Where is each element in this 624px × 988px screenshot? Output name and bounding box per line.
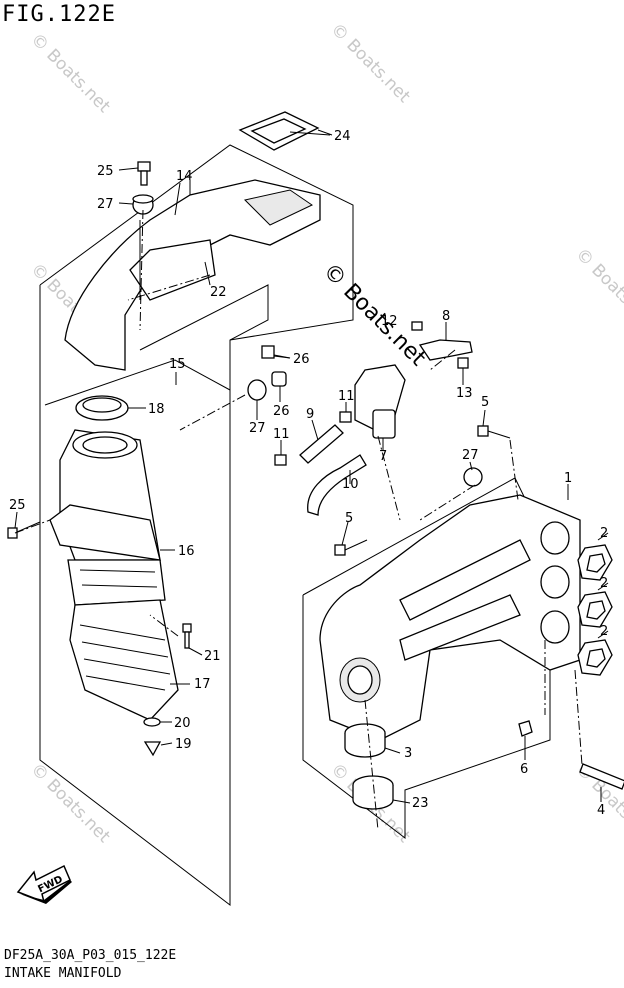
fwd-arrow-icon: FWD bbox=[16, 864, 72, 904]
callout-15: 15 bbox=[169, 357, 186, 372]
callout-11-b: 11 bbox=[273, 427, 290, 442]
part-26-collar-b bbox=[271, 371, 287, 387]
alignment-lines bbox=[14, 209, 583, 831]
callout-labels: 24 25 14 27 22 26 15 18 26 27 12 8 13 11… bbox=[9, 129, 608, 818]
callout-18: 18 bbox=[148, 402, 165, 417]
callout-20: 20 bbox=[174, 716, 191, 731]
watermark: © Boats.net bbox=[326, 19, 414, 107]
callout-7: 7 bbox=[379, 449, 387, 464]
leader-lines bbox=[14, 131, 609, 804]
callout-26-b: 26 bbox=[273, 404, 290, 419]
part-2-gasket-c bbox=[577, 639, 613, 676]
callout-27-right: 27 bbox=[462, 448, 479, 463]
callout-6: 6 bbox=[520, 762, 528, 777]
part-2-gasket-a bbox=[577, 544, 613, 581]
part-7-valve bbox=[354, 364, 406, 439]
part-4-stud bbox=[579, 763, 624, 790]
callout-27-mid: 27 bbox=[249, 421, 266, 436]
part-19-cap bbox=[143, 741, 162, 757]
part-18-seal-ring bbox=[75, 395, 129, 421]
part-3-ring bbox=[344, 723, 386, 758]
callout-13: 13 bbox=[456, 386, 473, 401]
part-13-nut bbox=[457, 357, 469, 369]
part-17-silencer-cover bbox=[69, 599, 179, 721]
callout-5-a: 5 bbox=[481, 395, 489, 410]
callout-21: 21 bbox=[204, 649, 221, 664]
callout-19: 19 bbox=[175, 737, 192, 752]
callout-17: 17 bbox=[194, 677, 211, 692]
callout-5-b: 5 bbox=[345, 511, 353, 526]
callout-25-top: 25 bbox=[97, 164, 114, 179]
part-1-intake-manifold bbox=[319, 494, 581, 741]
callout-11-a: 11 bbox=[338, 389, 355, 404]
part-11-clip-b bbox=[274, 454, 287, 466]
watermark-center: © Boats.net bbox=[318, 259, 431, 372]
callout-4: 4 bbox=[597, 803, 605, 818]
part-14-intake-duct bbox=[64, 179, 321, 371]
callout-10: 10 bbox=[342, 477, 359, 492]
part-9-hose bbox=[299, 424, 344, 464]
callout-26-a: 26 bbox=[293, 352, 310, 367]
parts-diagram: © Boats.net © Boats.net © Boats.net © Bo… bbox=[7, 19, 624, 907]
callout-16: 16 bbox=[178, 544, 195, 559]
watermark: © Boats.net bbox=[26, 29, 114, 117]
part-11-clip-a bbox=[339, 411, 352, 423]
frame-silencer-top bbox=[39, 144, 354, 341]
part-5-bolt-b bbox=[334, 539, 368, 556]
frame-manifold bbox=[302, 477, 551, 840]
callout-2-a: 2 bbox=[600, 526, 608, 541]
part-10-hose bbox=[307, 454, 367, 516]
callout-24: 24 bbox=[334, 129, 351, 144]
part-16-silencer-case bbox=[49, 429, 166, 606]
frame-silencer-box bbox=[44, 359, 231, 406]
callout-1: 1 bbox=[564, 471, 572, 486]
part-27-grommet-right bbox=[463, 467, 483, 487]
part-5-bolt-a bbox=[477, 425, 511, 439]
part-24-gasket bbox=[238, 111, 333, 151]
part-20-clip bbox=[143, 717, 161, 727]
assembly-frames bbox=[39, 144, 551, 907]
callout-14: 14 bbox=[176, 169, 193, 184]
part-27-grommet-mid bbox=[247, 379, 267, 401]
part-27-grommet-top bbox=[132, 194, 154, 215]
callout-9: 9 bbox=[306, 407, 314, 422]
part-21-screw bbox=[182, 623, 192, 649]
watermark: © Boats.net bbox=[571, 244, 624, 332]
callout-12: 12 bbox=[381, 314, 398, 329]
part-25-bolt-top bbox=[137, 161, 151, 186]
watermark: © Boats.net bbox=[26, 759, 114, 847]
callout-3: 3 bbox=[404, 746, 412, 761]
figure-code: DF25A_30A_P03_015_122E bbox=[4, 948, 177, 963]
callout-23: 23 bbox=[412, 796, 429, 811]
figure-name: INTAKE MANIFOLD bbox=[4, 966, 122, 981]
part-25-bolt-left bbox=[7, 521, 41, 539]
callout-8: 8 bbox=[442, 309, 450, 324]
callout-25-left: 25 bbox=[9, 498, 26, 513]
part-2-gasket-b bbox=[577, 591, 613, 628]
figure-title: FIG.122E bbox=[2, 2, 116, 27]
callout-2-b: 2 bbox=[600, 576, 608, 591]
part-12-bolt bbox=[411, 321, 423, 331]
part-6-nut bbox=[518, 720, 533, 737]
callout-22: 22 bbox=[210, 285, 227, 300]
part-8-bracket bbox=[418, 339, 473, 361]
callout-27-top: 27 bbox=[97, 197, 114, 212]
callout-2-c: 2 bbox=[600, 624, 608, 639]
